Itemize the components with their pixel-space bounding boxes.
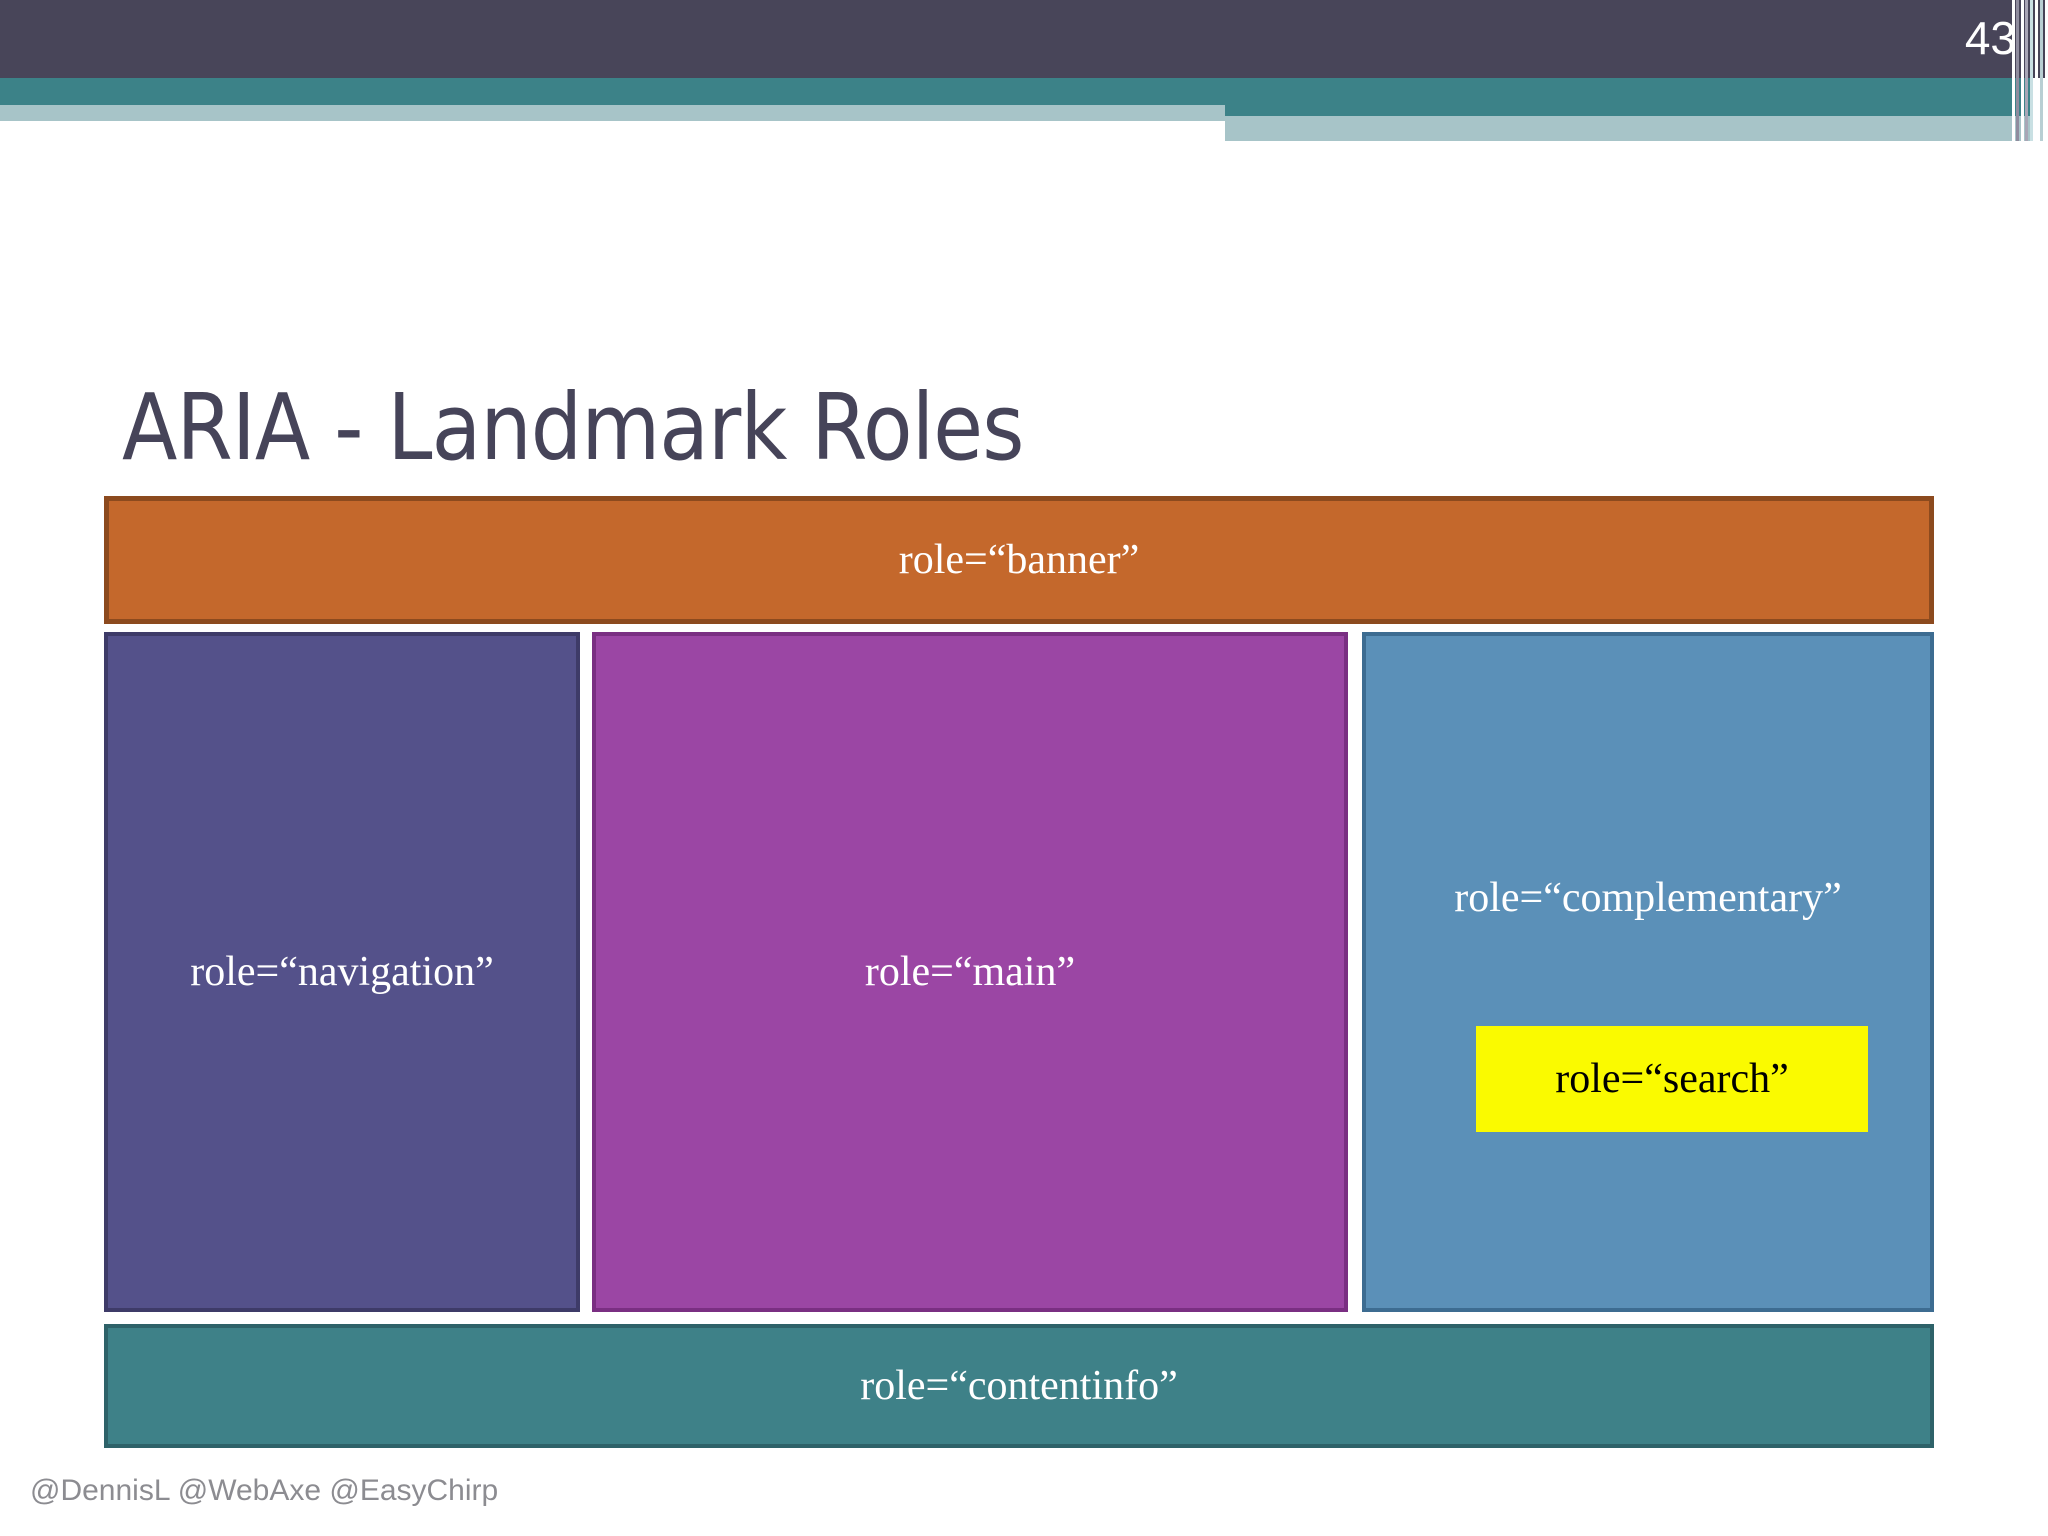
- header-teal-light-left: [0, 105, 1225, 121]
- landmark-roles-diagram: role=“banner” role=“navigation” role=“ma…: [104, 496, 1934, 1456]
- header-stripe-7: [2040, 0, 2043, 141]
- header-stripe-5: [2030, 0, 2033, 141]
- region-main: role=“main”: [592, 632, 1348, 1312]
- footer-credit: @DennisL @WebAxe @EasyChirp: [30, 1474, 499, 1507]
- header-band-dark: [0, 0, 2030, 78]
- region-main-label: role=“main”: [864, 949, 1076, 995]
- region-search-label: role=“search”: [1555, 1056, 1789, 1102]
- region-banner-label: role=“banner”: [898, 537, 1140, 583]
- header-teal-light-right: [1225, 116, 2030, 141]
- page-number: 43: [1964, 12, 2016, 64]
- region-contentinfo: role=“contentinfo”: [104, 1324, 1934, 1448]
- header-stripe-2: [2016, 0, 2019, 141]
- header-stripe-3: [2021, 0, 2024, 141]
- header-band: [0, 0, 2048, 78]
- page-title: ARIA - Landmark Roles: [122, 373, 1024, 481]
- header-stripe-8: [2045, 0, 2048, 141]
- header-stripe-6: [2035, 0, 2038, 141]
- header-stripe-1: [2012, 0, 2015, 141]
- header-stripe-4: [2025, 0, 2028, 141]
- region-navigation-label: role=“navigation”: [190, 949, 494, 995]
- region-complementary: role=“complementary” role=“search”: [1362, 632, 1934, 1312]
- region-search: role=“search”: [1476, 1026, 1868, 1132]
- region-contentinfo-label: role=“contentinfo”: [860, 1363, 1178, 1409]
- region-complementary-label: role=“complementary”: [1454, 875, 1842, 921]
- region-navigation: role=“navigation”: [104, 632, 580, 1312]
- region-banner: role=“banner”: [104, 496, 1934, 624]
